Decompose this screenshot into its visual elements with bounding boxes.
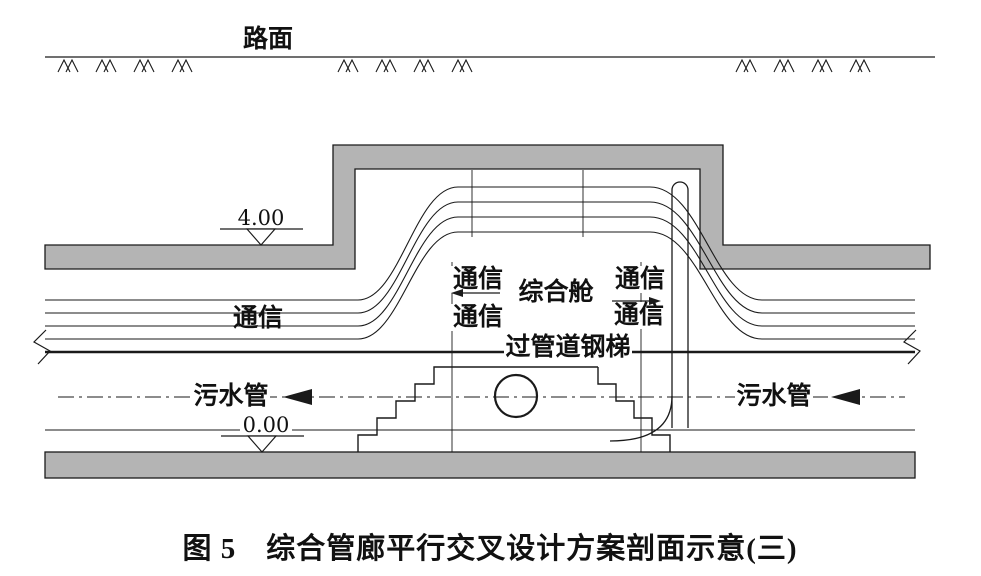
figure-caption: 图 5 综合管廊平行交叉设计方案剖面示意(三) — [182, 531, 797, 565]
steel-ladder — [357, 366, 671, 452]
comm-cable-3 — [45, 216, 915, 327]
comm-cable-1 — [45, 186, 915, 301]
ladder-right-flight — [597, 367, 671, 452]
ladder-label: 过管道钢梯 — [505, 332, 630, 361]
comm-bl-mask — [450, 304, 506, 331]
break-marks — [33, 329, 921, 365]
comm-cable-4 — [45, 231, 915, 340]
break-mark-right — [903, 329, 921, 365]
cabin-label: 综合舱 — [518, 277, 594, 306]
comm-tl-mask — [450, 266, 506, 293]
tunnel-structure — [44, 144, 931, 479]
riser-elbow — [609, 395, 673, 442]
soil-hatch-marks — [57, 59, 871, 73]
elevation-marker-top: 4.00 — [220, 206, 303, 246]
supports — [451, 170, 642, 452]
ground-surface: 路面 — [45, 25, 935, 73]
comm-label-top-right: 通信 — [615, 265, 665, 293]
comm-label-top-left: 通信 — [453, 265, 503, 293]
ladder-label-mask — [504, 334, 632, 361]
break-mark-left — [33, 329, 51, 365]
cabin-mask — [517, 279, 595, 306]
elevation-marker-bottom: 0.00 — [221, 413, 304, 453]
comm-leader-left-arrow-icon — [451, 289, 463, 297]
comm-cable-2 — [45, 201, 915, 314]
bottom-slab — [44, 451, 916, 479]
elevation-top-triangle-icon — [245, 228, 277, 246]
comm-label-bottom-right: 通信 — [614, 301, 664, 329]
elevation-bottom-mask — [240, 414, 292, 435]
elevation-top-value: 4.00 — [238, 206, 285, 230]
sewage-pipe-section — [493, 373, 539, 419]
elevation-bottom-triangle-icon — [246, 435, 278, 453]
elevation-bottom-value: 0.00 — [243, 413, 290, 437]
sewage-label-right: 污水管 — [736, 381, 811, 410]
sewage-right-mask — [735, 383, 813, 410]
comm-br-mask — [611, 302, 667, 329]
road-surface-label: 路面 — [243, 25, 293, 53]
sewage-label-left: 污水管 — [193, 381, 268, 410]
ladder-left-flight — [357, 366, 452, 452]
comm-cable-runs — [45, 186, 915, 340]
riser-pipe — [609, 181, 689, 442]
comm-label-left: 通信 — [233, 304, 283, 332]
riser-cap — [671, 181, 689, 191]
sewage-flow-arrow-right-icon — [831, 389, 860, 405]
comm-label-bottom-left: 通信 — [453, 303, 503, 331]
diagram-labels: 通信 通信 通信 通信 通信 综合舱 过管道钢梯 污水管 污水管 — [192, 265, 860, 410]
top-slab-and-hump — [44, 144, 931, 270]
comm-tr-mask — [612, 266, 668, 293]
comm-leader-right-arrow-icon — [649, 297, 661, 305]
sewage-flow-arrow-left-icon — [283, 389, 312, 405]
sewage-left-mask — [192, 383, 270, 410]
